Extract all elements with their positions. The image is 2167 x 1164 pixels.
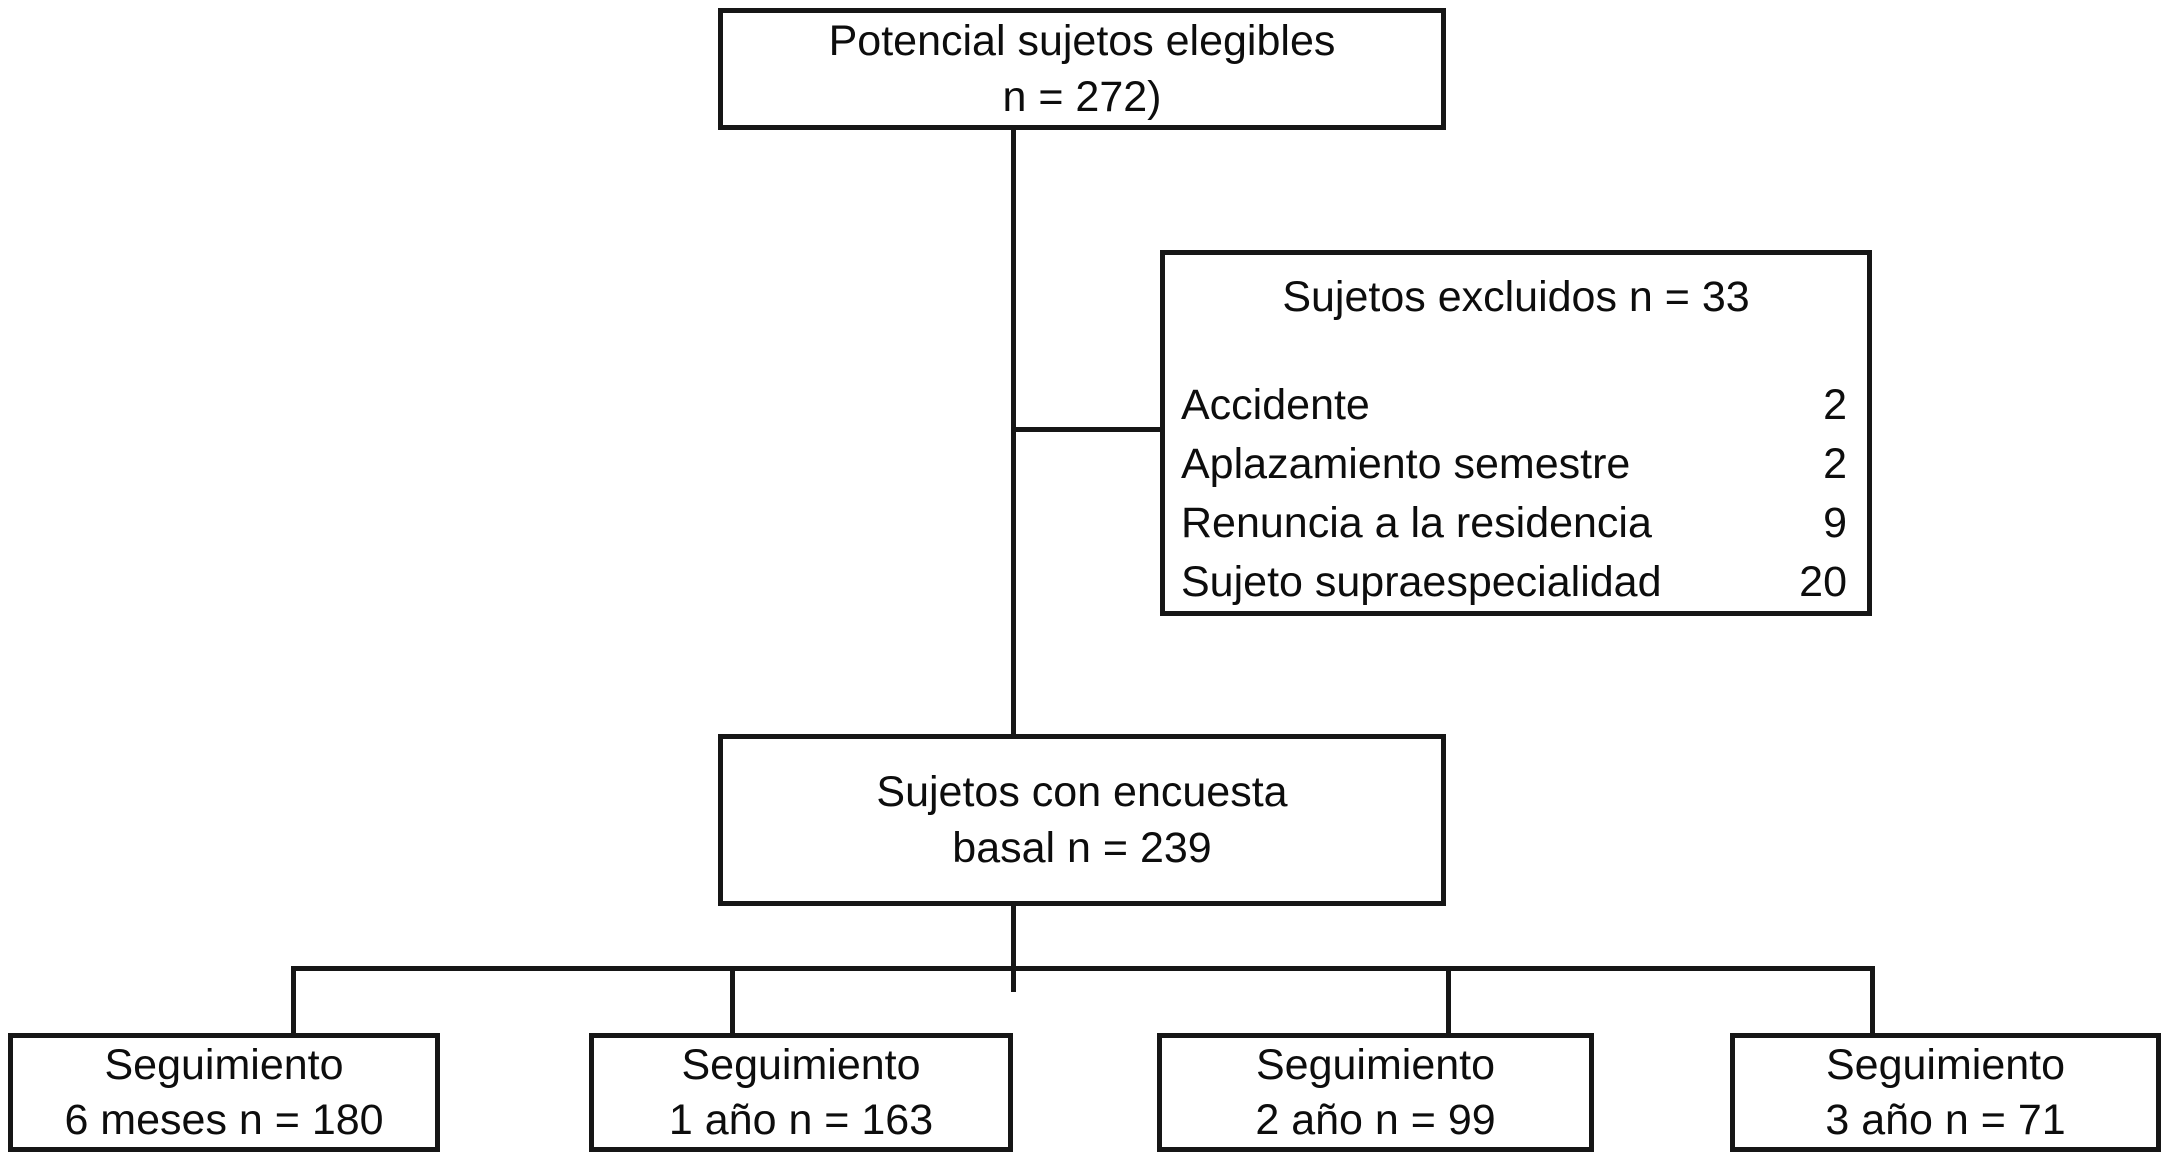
eligible-line2: n = 272)	[1002, 73, 1162, 121]
excluded-item-label: Renuncia a la residencia	[1181, 498, 1652, 547]
followup-line2: 6 meses n = 180	[64, 1095, 384, 1144]
excluded-item-value: 9	[1823, 498, 1847, 547]
eligible-line1: Potencial sujetos elegibles	[828, 17, 1336, 65]
excluded-item-label: Accidente	[1181, 380, 1370, 429]
connector-drop-followup-1	[291, 966, 296, 1036]
excluded-item-row: Aplazamiento semestre 2	[1165, 434, 1867, 493]
connector-drop-followup-2	[730, 966, 735, 1036]
excluded-title: Sujetos excluidos n = 33	[1282, 273, 1750, 321]
excluded-item-value: 20	[1799, 557, 1847, 606]
followup-line2: 2 año n = 99	[1255, 1095, 1496, 1144]
box-followup-3-years: Seguimiento 3 año n = 71	[1730, 1033, 2161, 1152]
box-eligible-subjects: Potencial sujetos elegibles n = 272)	[718, 8, 1446, 130]
baseline-line2: basal n = 239	[952, 824, 1212, 872]
connector-baseline-stem	[1011, 904, 1016, 992]
connector-drop-followup-3	[1446, 966, 1451, 1036]
followup-line1: Seguimiento	[1255, 1040, 1496, 1089]
box-followup-6-months: Seguimiento 6 meses n = 180	[8, 1033, 440, 1152]
excluded-item-label: Sujeto supraespecialidad	[1181, 557, 1662, 606]
connector-to-excluded-box	[1013, 427, 1163, 432]
box-followup-1-year: Seguimiento 1 año n = 163	[589, 1033, 1013, 1152]
excluded-item-value: 2	[1823, 439, 1847, 488]
followup-line1: Seguimiento	[104, 1040, 344, 1089]
excluded-item-row: Renuncia a la residencia 9	[1165, 493, 1867, 552]
followup-line2: 3 año n = 71	[1825, 1095, 2066, 1144]
box-baseline-survey: Sujetos con encuesta basal n = 239	[718, 734, 1446, 906]
connector-drop-followup-4	[1870, 966, 1875, 1036]
excluded-item-row: Sujeto supraespecialidad 20	[1165, 552, 1867, 611]
connector-eligible-to-baseline	[1011, 130, 1016, 737]
followup-line1: Seguimiento	[681, 1040, 921, 1089]
connector-branch-horizontal	[291, 966, 1875, 971]
excluded-items-list: Accidente 2 Aplazamiento semestre 2 Renu…	[1165, 375, 1867, 611]
followup-line1: Seguimiento	[1825, 1040, 2066, 1089]
box-followup-2-years: Seguimiento 2 año n = 99	[1157, 1033, 1594, 1152]
box-excluded-subjects: Sujetos excluidos n = 33 Accidente 2 Apl…	[1160, 250, 1872, 616]
excluded-item-label: Aplazamiento semestre	[1181, 439, 1631, 488]
excluded-item-row: Accidente 2	[1165, 375, 1867, 434]
followup-line2: 1 año n = 163	[668, 1095, 934, 1144]
excluded-item-value: 2	[1823, 380, 1847, 429]
baseline-line1: Sujetos con encuesta	[876, 768, 1288, 816]
